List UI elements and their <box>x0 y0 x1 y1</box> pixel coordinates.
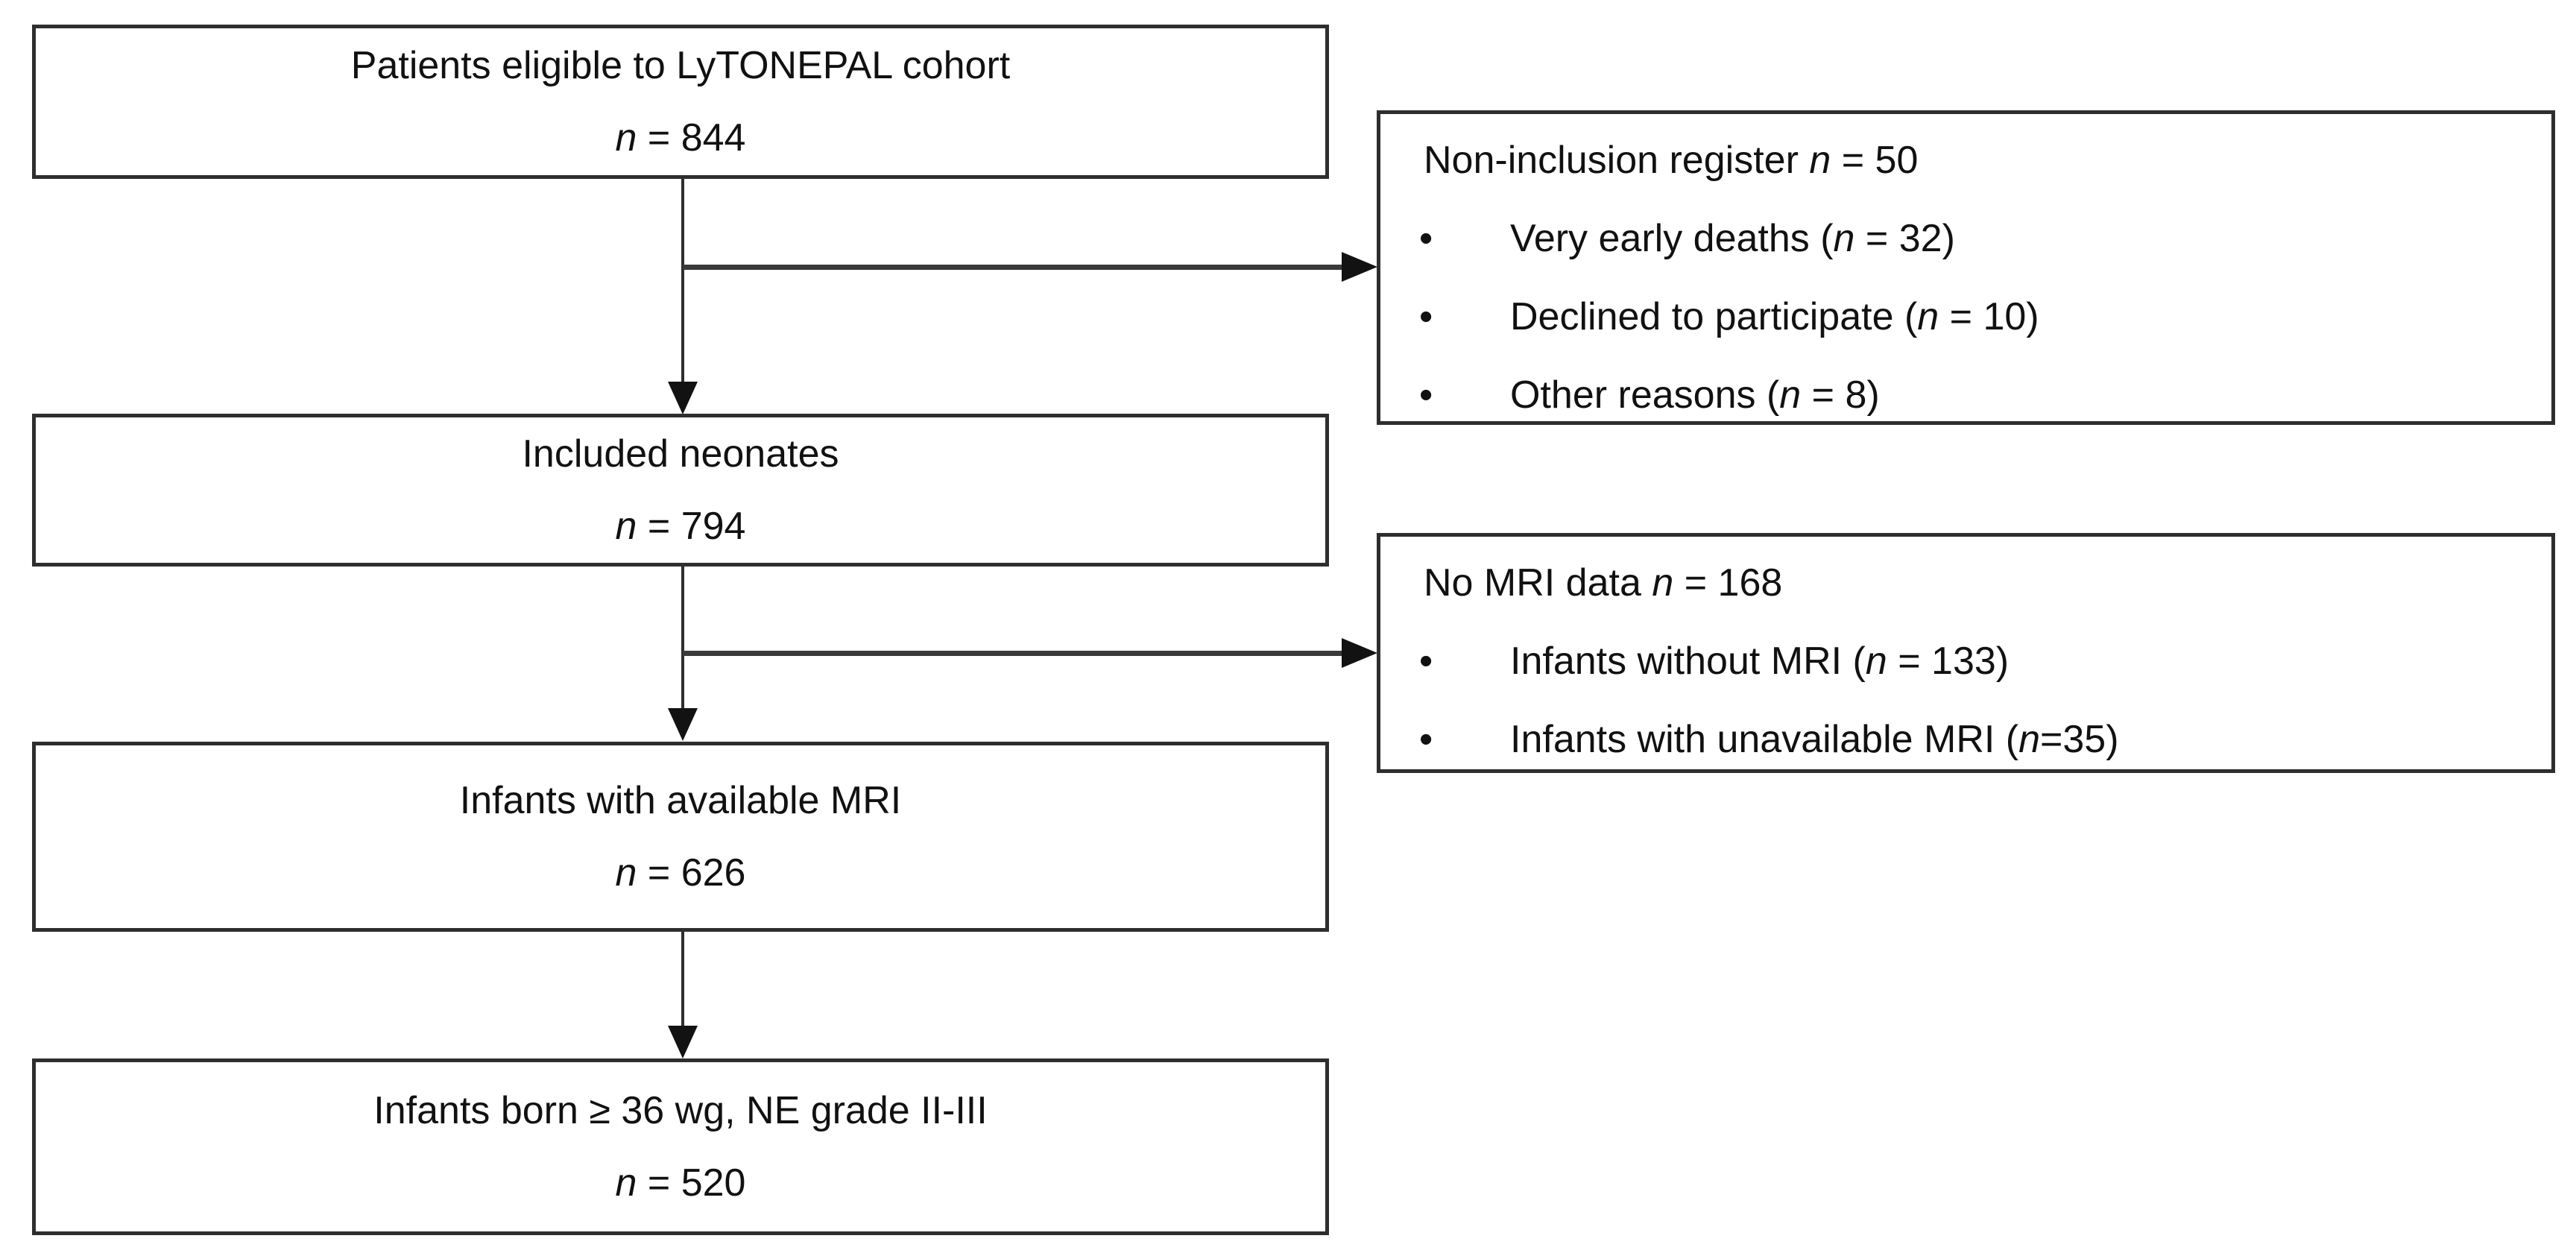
n-symbol: n <box>1809 139 1831 182</box>
side-box-title-text: No MRI data <box>1424 561 1652 605</box>
list-item: • Very early deaths (n = 32) <box>1419 200 2536 278</box>
n-symbol: n <box>615 1161 637 1205</box>
list-item-text: Other reasons (n = 8) <box>1510 373 1880 417</box>
n-value: = 50 <box>1831 139 1919 182</box>
list-item-text: Declined to participate (n = 10) <box>1510 295 2039 338</box>
bullet-icon: • <box>1419 640 1433 683</box>
list-item-text: Infants with unavailable MRI (n=35) <box>1510 718 2119 761</box>
box-title: Infants with available MRI <box>460 765 902 837</box>
n-value: = 794 <box>637 504 746 548</box>
n-symbol: n <box>615 116 637 160</box>
bullet-icon: • <box>1419 217 1433 260</box>
n-symbol: n <box>615 851 637 894</box>
flow-box-included: Included neonates n = 794 <box>32 414 1329 567</box>
box-title: Included neonates <box>522 418 839 490</box>
box-title-text: Patients eligible to LyTONEPAL cohort <box>350 43 1011 87</box>
box-title-text: Infants with available MRI <box>459 778 902 822</box>
flow-box-available-mri: Infants with available MRI n = 626 <box>32 742 1329 932</box>
n-value: = 626 <box>637 851 746 894</box>
right-arrowhead-icon <box>1342 252 1377 282</box>
box-title-text: Included neonates <box>522 432 839 476</box>
box-n-count: n = 520 <box>616 1147 746 1219</box>
down-arrowhead-icon <box>668 382 698 414</box>
box-n-count: n = 794 <box>616 490 746 563</box>
connector-line-vertical-1 <box>681 179 684 383</box>
connector-line-branch-2 <box>683 651 1343 656</box>
flow-box-final-cohort: Infants born ≥ 36 wg, NE grade II-III n … <box>32 1058 1329 1235</box>
bullet-icon: • <box>1419 718 1433 761</box>
box-n-count: n = 844 <box>616 102 746 174</box>
n-value: = 844 <box>637 116 746 160</box>
side-box-title: Non-inclusion register n = 50 <box>1419 122 2536 200</box>
right-arrowhead-icon <box>1342 638 1377 668</box>
bullet-icon: • <box>1419 295 1433 338</box>
connector-line-vertical-2 <box>681 567 684 710</box>
connector-line-vertical-3 <box>681 932 684 1027</box>
side-box-non-inclusion: Non-inclusion register n = 50 • Very ear… <box>1377 110 2555 425</box>
flow-box-eligible: Patients eligible to LyTONEPAL cohort n … <box>32 25 1329 179</box>
down-arrowhead-icon <box>668 1026 698 1058</box>
side-box-title-text: Non-inclusion register <box>1424 139 1810 182</box>
n-symbol: n <box>615 504 637 548</box>
side-box-no-mri: No MRI data n = 168 • Infants without MR… <box>1377 533 2555 773</box>
down-arrowhead-icon <box>668 708 698 741</box>
connector-line-branch-1 <box>683 265 1343 270</box>
list-item-text: Infants without MRI (n = 133) <box>1510 640 2010 683</box>
list-item: • Infants with unavailable MRI (n=35) <box>1419 701 2536 779</box>
n-value: = 168 <box>1673 561 1783 605</box>
side-box-title: No MRI data n = 168 <box>1419 544 2536 622</box>
box-title: Patients eligible to LyTONEPAL cohort <box>351 30 1010 102</box>
list-item: • Other reasons (n = 8) <box>1419 356 2536 435</box>
list-item-text: Very early deaths (n = 32) <box>1510 217 1955 260</box>
box-n-count: n = 626 <box>616 837 746 909</box>
n-symbol: n <box>1652 561 1674 605</box>
list-item: • Infants without MRI (n = 133) <box>1419 622 2536 701</box>
box-title: Infants born ≥ 36 wg, NE grade II-III <box>373 1075 987 1147</box>
bullet-icon: • <box>1419 373 1433 417</box>
n-value: = 520 <box>637 1161 746 1205</box>
list-item: • Declined to participate (n = 10) <box>1419 278 2536 356</box>
box-title-text: Infants born ≥ 36 wg, NE grade II-III <box>373 1088 988 1132</box>
